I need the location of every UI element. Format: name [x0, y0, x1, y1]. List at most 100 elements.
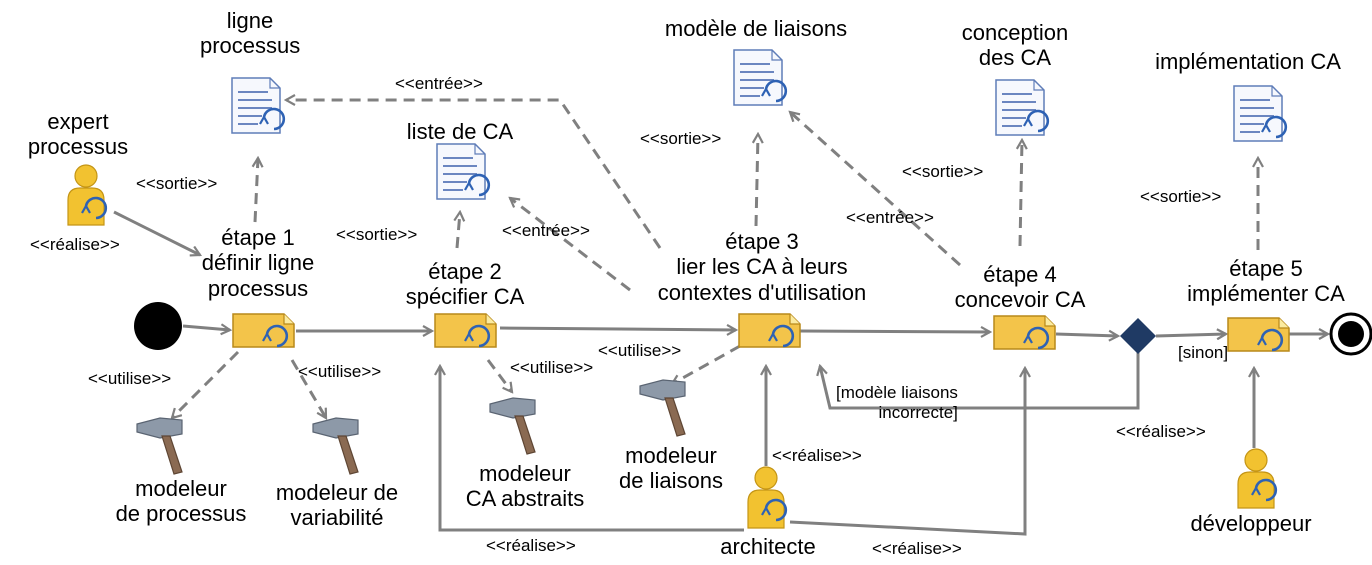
tool-modca-label: modeleur CA abstraits — [440, 461, 610, 512]
artifact-impl-icon — [1233, 85, 1288, 142]
stereo-sortie-5: <<sortie>> — [1140, 187, 1222, 206]
tool-modca-line1: modeleur — [479, 461, 571, 486]
artifact-modele-line1: modèle de liaisons — [664, 16, 848, 41]
task-step4-num: étape 4 — [983, 262, 1057, 287]
role-expert-label: expert processus — [12, 109, 144, 160]
artifact-ligne-line1: ligne — [226, 8, 274, 33]
role-developpeur-icon — [1237, 448, 1278, 509]
stereo-entree-1: <<entrée>> — [395, 74, 483, 93]
role-developpeur-line1: développeur — [1190, 511, 1312, 536]
guard-sinon: [sinon] — [1178, 343, 1229, 362]
task-step1-icon — [232, 313, 295, 348]
tool-modliais-label: modeleur de liaisons — [596, 443, 746, 494]
tool-modvar-icon — [312, 417, 359, 475]
artifact-modele-icon — [733, 49, 788, 106]
realise-architecte-step2 — [440, 366, 744, 532]
artifact-conception-line2: des CA — [978, 45, 1052, 71]
start-node — [134, 302, 182, 350]
output-step4-conception — [1020, 140, 1022, 247]
task-step1-name2: processus — [207, 275, 309, 301]
realise-architecte-step4 — [789, 368, 1025, 536]
use-step1-modproc — [172, 350, 240, 418]
stereo-realise-2: <<réalise>> — [772, 446, 862, 465]
task-step5-name1: implémenter CA — [1187, 281, 1345, 307]
decision-node — [1120, 318, 1156, 354]
task-step3-label: étape 3 lier les CA à leurs contextes d'… — [626, 229, 898, 305]
output-step1-ligne — [255, 158, 258, 223]
task-step3-name1: lier les CA à leurs — [676, 254, 848, 280]
input-modele-step4 — [790, 112, 962, 267]
tool-modvar-line1: modeleur de — [275, 480, 399, 505]
flow-step4-to-decision — [1055, 334, 1118, 336]
role-expert-line2: processus — [27, 134, 129, 160]
stereo-sortie-3: <<sortie>> — [640, 129, 722, 148]
task-step3-icon — [738, 313, 801, 348]
role-developpeur-label: développeur — [1176, 511, 1326, 536]
tool-modliais-line1: modeleur — [625, 443, 717, 468]
task-step5-label: étape 5 implémenter CA — [1166, 256, 1366, 307]
flow-step3-to-step4 — [799, 331, 990, 332]
tool-modliais-icon — [639, 379, 686, 437]
guard-incorrect: [modèle liaisons incorrecte] — [836, 383, 958, 422]
stereo-sortie-4: <<sortie>> — [902, 162, 984, 181]
tool-modproc-line2: de processus — [115, 501, 247, 527]
artifact-liste-line1: liste de CA — [406, 119, 514, 144]
artifact-ligne-label: ligne processus — [200, 8, 300, 59]
artifact-conception-line1: conception — [961, 20, 1069, 45]
role-architecte-label: architecte — [698, 534, 838, 559]
stereo-utilise-3: <<utilise>> — [510, 358, 594, 377]
output-step2-liste — [457, 212, 460, 249]
input-liste-step3 — [510, 198, 631, 292]
stereo-sortie-2: <<sortie>> — [336, 225, 418, 244]
realise-expert-step1 — [113, 210, 200, 255]
tool-modca-line2: CA abstraits — [465, 486, 585, 512]
task-step1-name1: définir ligne — [201, 250, 315, 276]
task-step3-name2: contextes d'utilisation — [657, 279, 867, 305]
control-flow — [182, 326, 1328, 410]
task-step4-icon — [993, 315, 1056, 350]
task-step1-num: étape 1 — [221, 225, 295, 250]
task-step2-num: étape 2 — [428, 259, 502, 284]
artifact-liste-icon — [436, 143, 491, 200]
flow-step2-to-step3 — [499, 328, 736, 330]
artifact-impl-label: implémentation CA — [1124, 49, 1372, 74]
stereo-utilise-2: <<utilise>> — [298, 362, 382, 381]
stereo-entree-2: <<entrée>> — [502, 221, 590, 240]
artifact-liste-label: liste de CA — [380, 119, 540, 144]
stereo-sortie-1: <<sortie>> — [136, 174, 218, 193]
artifact-ligne-line2: processus — [200, 33, 301, 59]
artifact-modele-label: modèle de liaisons — [636, 16, 876, 41]
stereo-entree-3: <<entrée>> — [846, 208, 934, 227]
tool-modproc-label: modeleur de processus — [96, 476, 266, 527]
artifact-impl-line1: implémentation CA — [1155, 49, 1341, 74]
output-step3-modele — [756, 134, 758, 227]
use-step2-modca — [486, 359, 512, 392]
stereo-utilise-4: <<utilise>> — [598, 341, 682, 360]
role-architecte-icon — [747, 466, 788, 529]
input-ligne-step3 — [286, 100, 662, 249]
task-step5-icon — [1227, 317, 1290, 352]
role-architecte-line1: architecte — [720, 534, 816, 559]
flow-decision-to-step5 — [1155, 334, 1226, 336]
tool-modvar-line2: variabilité — [290, 505, 384, 531]
flow-decision-loop-back — [820, 352, 1140, 410]
flow-start-to-step1 — [182, 326, 230, 330]
task-step1-label: étape 1 définir ligne processus — [172, 225, 344, 301]
stereo-realise-4: <<réalise>> — [872, 539, 962, 558]
tool-modvar-label: modeleur de variabilité — [262, 480, 412, 531]
task-step2-label: étape 2 spécifier CA — [385, 259, 545, 310]
artifact-conception-icon — [995, 79, 1050, 136]
artifact-ligne-icon — [231, 77, 286, 134]
end-node — [1329, 312, 1372, 356]
stereo-utilise-1: <<utilise>> — [88, 369, 172, 388]
role-expert-icon — [67, 164, 108, 226]
tool-modproc-line1: modeleur — [135, 476, 227, 501]
realise-links — [113, 210, 1254, 536]
task-step4-label: étape 4 concevoir CA — [940, 262, 1100, 313]
stereo-realise-1: <<réalise>> — [30, 235, 120, 254]
stereo-realise-3: <<réalise>> — [486, 536, 576, 555]
tool-modca-icon — [489, 397, 536, 455]
use-step1-modvar — [290, 359, 328, 418]
